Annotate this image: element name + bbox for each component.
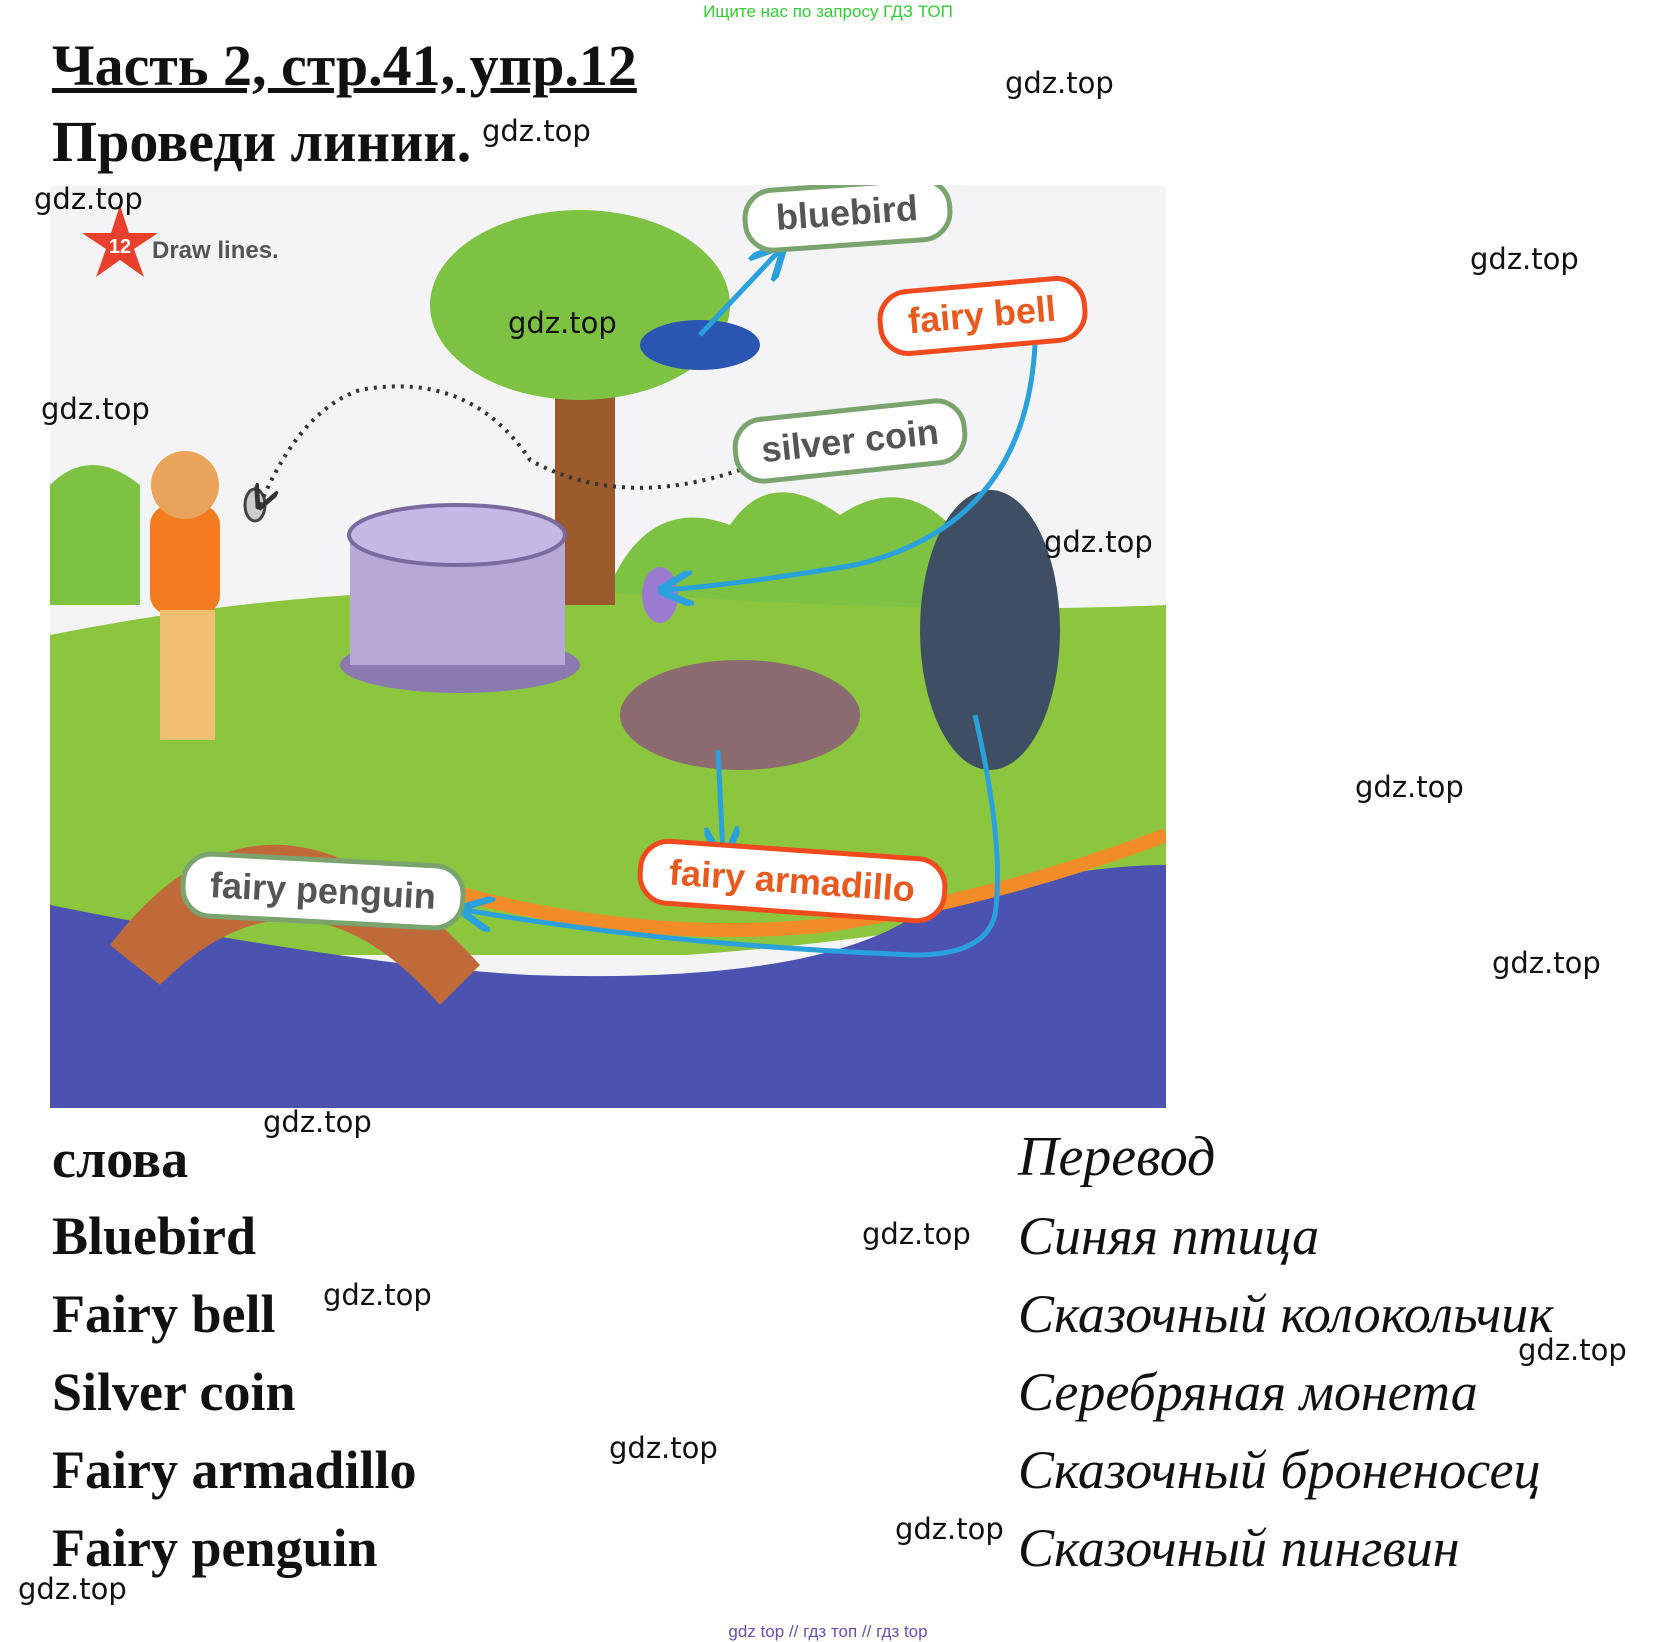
watermark: gdz.top: [1044, 525, 1153, 559]
vocab-translation: Серебряная монета: [1018, 1362, 1478, 1422]
line-fairy-bell: [665, 344, 1038, 590]
watermark: gdz.top: [508, 306, 617, 340]
label-fairy-penguin: fairy penguin: [180, 851, 466, 931]
exercise-star-icon: [82, 205, 158, 277]
vocab-word: Bluebird: [52, 1206, 257, 1266]
river-bank: [427, 828, 1166, 937]
exercise-number: 12: [109, 236, 131, 258]
boy-head: [151, 451, 219, 519]
vocab-word: Fairy armadillo: [52, 1440, 417, 1500]
well-top: [347, 503, 567, 567]
line-armadillo: [718, 749, 723, 855]
armadillo-figure: [620, 660, 860, 770]
words-column-header: слова: [52, 1129, 189, 1189]
bush: [50, 465, 140, 605]
penguin-figure: [920, 490, 1060, 770]
exercise-instruction: Draw lines.: [152, 237, 279, 264]
watermark: gdz.top: [482, 114, 591, 148]
vocab-translation: Синяя птица: [1018, 1206, 1320, 1266]
label-fairy-bell: fairy bell: [877, 275, 1088, 356]
label-silver-coin: silver coin: [732, 398, 968, 484]
river: [50, 865, 1166, 1108]
vocab-translation: Сказочный броненосец: [1018, 1440, 1541, 1500]
bottom-banner: gdz top // гдз топ // гдз top: [728, 1622, 928, 1641]
label-fairy-armadillo: fairy armadillo: [637, 838, 948, 924]
line-silver-coin: [260, 384, 741, 505]
watermark: gdz.top: [895, 1512, 1004, 1546]
watermark: gdz.top: [862, 1217, 971, 1251]
boy-body: [150, 505, 220, 615]
watermark: gdz.top: [41, 392, 150, 426]
watermark: gdz.top: [1518, 1333, 1627, 1367]
vocab-word: Silver coin: [52, 1362, 296, 1422]
vocab-translation: Сказочный пингвин: [1018, 1518, 1460, 1578]
watermark: gdz.top: [1470, 242, 1579, 276]
watermark: gdz.top: [34, 182, 143, 216]
vocab-word: Fairy bell: [52, 1284, 276, 1344]
tree-crown: [430, 210, 730, 400]
vocab-translation: Сказочный колокольчик: [1018, 1284, 1554, 1344]
svg-text:bluebird: bluebird: [775, 187, 920, 238]
vocab-word: Fairy penguin: [52, 1518, 378, 1578]
watermark: gdz.top: [609, 1431, 718, 1465]
line-penguin: [465, 714, 1000, 958]
watermark: gdz.top: [1005, 66, 1114, 100]
watermark: gdz.top: [1355, 770, 1464, 804]
top-banner: Ищите нас по запросу ГДЗ ТОП: [703, 2, 953, 21]
bluebird-figure: [640, 320, 760, 370]
page-title: Часть 2, стр.41, упр.12: [52, 33, 637, 98]
watermark: gdz.top: [263, 1105, 372, 1139]
label-bluebird: bluebird: [742, 185, 953, 253]
watermark: gdz.top: [18, 1572, 127, 1606]
fairy-bell-figure: [642, 567, 678, 623]
watermark: gdz.top: [1492, 946, 1601, 980]
line-bluebird: [698, 250, 780, 337]
translation-column-header: Перевод: [1018, 1126, 1216, 1188]
boy-legs: [160, 610, 215, 740]
exercise-illustration: 12 Draw lines. bluebird fairy bell silve…: [50, 185, 1166, 1108]
watermark: gdz.top: [323, 1278, 432, 1312]
page-subtitle: Проведи линии.: [52, 109, 472, 174]
